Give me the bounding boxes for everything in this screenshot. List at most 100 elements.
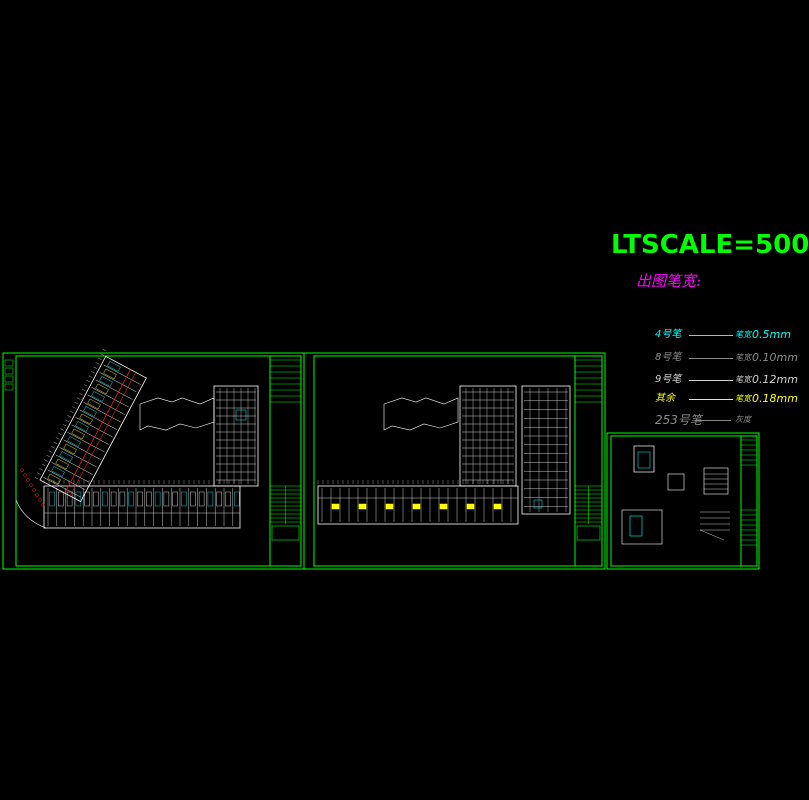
room-wall bbox=[51, 462, 89, 483]
sheet-3-details bbox=[621, 445, 730, 545]
dimension-tick bbox=[90, 371, 95, 374]
red-node bbox=[26, 478, 30, 482]
wing-outline bbox=[317, 485, 519, 525]
room-fixture bbox=[91, 391, 105, 402]
room-fixture bbox=[47, 473, 61, 485]
dimension-tick bbox=[58, 432, 62, 436]
pen-label: 笔宽 bbox=[735, 375, 751, 384]
adjacent-building bbox=[383, 397, 459, 431]
pen-name: 9号笔 bbox=[655, 374, 682, 385]
room-fixture bbox=[75, 491, 82, 507]
pen-name: 8号笔 bbox=[655, 352, 682, 363]
dimension-tick bbox=[88, 375, 93, 378]
room-wall bbox=[67, 432, 105, 453]
detail-box bbox=[633, 445, 655, 473]
room-wall bbox=[103, 364, 141, 385]
adjacent-building bbox=[139, 397, 215, 431]
room-fixture bbox=[59, 451, 73, 462]
room-fixture bbox=[51, 466, 65, 477]
corner-curve bbox=[15, 499, 47, 529]
sheet-1-title-block bbox=[270, 359, 301, 541]
room-fixture bbox=[107, 361, 121, 372]
room-fixture bbox=[71, 428, 85, 440]
dimension-tick bbox=[51, 446, 55, 449]
room-wall bbox=[59, 447, 97, 468]
pen-rule bbox=[689, 335, 733, 336]
red-pipe bbox=[69, 372, 136, 497]
sheet-3 bbox=[606, 432, 760, 570]
wing-outline bbox=[43, 485, 241, 529]
room-wall bbox=[91, 387, 129, 408]
detail-box bbox=[621, 509, 663, 545]
room-wall bbox=[75, 417, 113, 438]
pen-label: 笔宽 bbox=[735, 353, 751, 362]
room-wall bbox=[63, 439, 101, 460]
room-fixture bbox=[137, 491, 143, 507]
sheet-1-plan bbox=[15, 349, 259, 529]
ltscale-title: LTSCALE=500 bbox=[611, 230, 809, 260]
wing-outline bbox=[39, 355, 147, 503]
room-fixture bbox=[119, 491, 126, 507]
dimension-tick bbox=[55, 437, 60, 440]
sheet-3-title-block bbox=[741, 439, 757, 546]
margin-mark bbox=[4, 367, 14, 375]
room-fixture bbox=[58, 491, 64, 507]
yellow-fixture bbox=[358, 503, 367, 510]
dimension-tick bbox=[74, 402, 79, 405]
room-fixture bbox=[55, 458, 69, 470]
red-node bbox=[29, 483, 33, 487]
sheet-2-outer-frame bbox=[303, 352, 606, 570]
pen-value: 0.5mm bbox=[752, 328, 791, 341]
pen-width-subtitle: 出图笔宽: bbox=[636, 272, 702, 290]
pen-rule bbox=[695, 420, 731, 421]
room-fixture bbox=[103, 368, 117, 380]
pen-label: 灰度 bbox=[735, 415, 751, 424]
red-node bbox=[32, 488, 36, 492]
detail-box bbox=[667, 473, 685, 491]
room-wall bbox=[79, 409, 117, 430]
room-wall bbox=[43, 477, 81, 498]
room-fixture bbox=[102, 491, 108, 507]
pen-rule bbox=[689, 358, 733, 359]
dimension-tick bbox=[36, 472, 41, 475]
pen-value: 0.10mm bbox=[752, 351, 798, 364]
red-node bbox=[23, 473, 27, 477]
pen-value: 0.18mm bbox=[752, 392, 798, 405]
shaft bbox=[533, 499, 543, 509]
room-wall bbox=[71, 424, 109, 445]
dimension-tick bbox=[81, 388, 86, 391]
sheet-1-outer-frame bbox=[2, 352, 305, 570]
room-fixture bbox=[49, 491, 55, 507]
room-fixture bbox=[190, 491, 196, 507]
dimension-tick bbox=[39, 468, 43, 471]
room-fixture bbox=[79, 413, 93, 425]
dimension-tick bbox=[83, 384, 88, 387]
room-wall bbox=[83, 402, 121, 423]
sheet-3-inner-frame bbox=[610, 435, 758, 567]
margin-mark bbox=[4, 383, 14, 391]
dimension-tick bbox=[86, 379, 90, 383]
room-fixture bbox=[67, 436, 81, 447]
dimension-tick bbox=[76, 397, 81, 400]
dimension-tick bbox=[44, 459, 48, 462]
detail-inner bbox=[629, 515, 643, 537]
pen-rule bbox=[689, 380, 733, 381]
yellow-fixture bbox=[412, 503, 421, 510]
yellow-fixture bbox=[466, 503, 475, 510]
dimension-tick bbox=[72, 406, 76, 409]
detail-inner bbox=[637, 451, 651, 469]
red-node bbox=[41, 503, 45, 507]
room-fixture bbox=[198, 491, 205, 507]
room-fixture bbox=[128, 491, 134, 507]
room-fixture bbox=[75, 421, 89, 432]
room-fixture bbox=[234, 491, 240, 507]
shaft bbox=[235, 409, 247, 421]
room-fixture bbox=[154, 491, 161, 507]
room-wall bbox=[47, 469, 85, 490]
dimension-tick bbox=[48, 450, 53, 453]
room-fixture bbox=[66, 491, 73, 507]
detail-line bbox=[699, 529, 725, 541]
rotated-wing bbox=[34, 349, 147, 503]
dimension-tick bbox=[79, 393, 83, 396]
